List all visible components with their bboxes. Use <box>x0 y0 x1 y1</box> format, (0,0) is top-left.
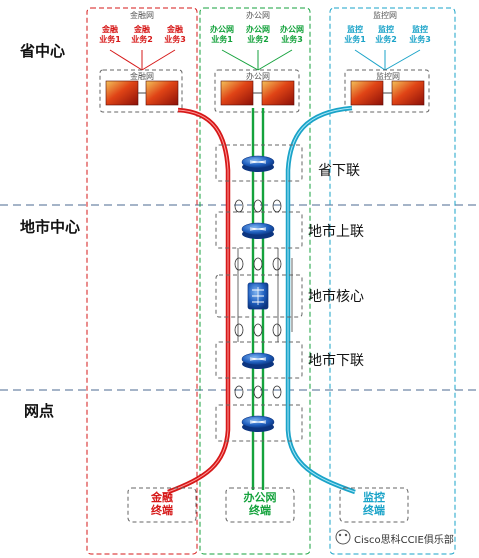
column-header-office: 办公网 <box>246 11 270 20</box>
router-icon <box>241 352 275 369</box>
finance-trunk <box>167 107 231 495</box>
router-icon <box>241 415 275 432</box>
node-box-city-core <box>215 274 303 318</box>
firewall-icon <box>105 80 139 106</box>
node-box-city-uplink <box>215 211 303 249</box>
level-label-city: 地市中心 <box>20 218 81 236</box>
level-label-province: 省中心 <box>20 42 66 60</box>
terminal-label-office: 办公网终端 <box>243 491 277 517</box>
monitor-terminal-box <box>339 487 409 523</box>
service-label: 监控业务1 <box>344 25 366 44</box>
service-label: 监控业务2 <box>375 25 397 44</box>
finance-fan-lines <box>109 49 176 71</box>
service-label: 金融业务3 <box>164 25 186 44</box>
firewall-group-label-monitor: 监控网 <box>376 72 400 81</box>
router-icon <box>241 155 275 172</box>
router-icon <box>241 222 275 239</box>
core-switch-icon <box>247 282 269 310</box>
node-label-province-downlink: 省下联 <box>318 163 360 179</box>
monitor-firewall-box <box>344 69 430 113</box>
column-finance-box <box>86 7 198 555</box>
node-box-branch <box>215 404 303 442</box>
finance-firewall-box <box>99 69 183 113</box>
terminal-label-finance: 金融终端 <box>151 491 173 517</box>
service-label: 办公网业务3 <box>280 25 304 44</box>
firewall-group-label-office: 办公网 <box>246 72 270 81</box>
office-firewall-box <box>214 69 300 113</box>
node-label-city-uplink: 地市上联 <box>308 224 364 240</box>
routers <box>241 155 275 432</box>
service-label: 金融业务1 <box>99 25 121 44</box>
terminal-label-monitor: 监控终端 <box>363 491 385 517</box>
node-box-city-downlink <box>215 341 303 379</box>
service-label: 金融业务2 <box>131 25 153 44</box>
finance-terminal-box <box>127 487 197 523</box>
firewall-icon <box>220 80 254 106</box>
link-loops <box>234 199 282 399</box>
firewall-group-label-finance: 金融网 <box>130 72 154 81</box>
service-label: 监控业务3 <box>409 25 431 44</box>
node-label-city-core: 地市核心 <box>308 289 364 305</box>
core-side-links <box>237 248 293 342</box>
node-box-province-downlink <box>215 144 303 182</box>
service-label: 办公网业务1 <box>210 25 234 44</box>
firewall-icon <box>261 80 295 106</box>
column-office-box <box>199 7 311 555</box>
watermark-text: Cisco思科CCIE俱乐部 <box>354 535 454 546</box>
column-header-monitor: 监控网 <box>373 11 397 20</box>
firewall-icon <box>391 80 425 106</box>
office-terminal-box <box>225 487 295 523</box>
wechat-logo-icon <box>335 529 351 545</box>
office-fan-lines <box>221 49 293 71</box>
monitor-fan-lines <box>354 49 421 71</box>
column-monitor-box <box>329 7 456 555</box>
firewall-icons <box>105 80 425 106</box>
firewall-icon <box>350 80 384 106</box>
column-header-finance: 金融网 <box>130 11 154 20</box>
service-label: 办公网业务2 <box>246 25 270 44</box>
firewall-icon <box>145 80 179 106</box>
node-label-city-downlink: 地市下联 <box>308 353 364 369</box>
level-label-branch: 网点 <box>24 402 55 420</box>
